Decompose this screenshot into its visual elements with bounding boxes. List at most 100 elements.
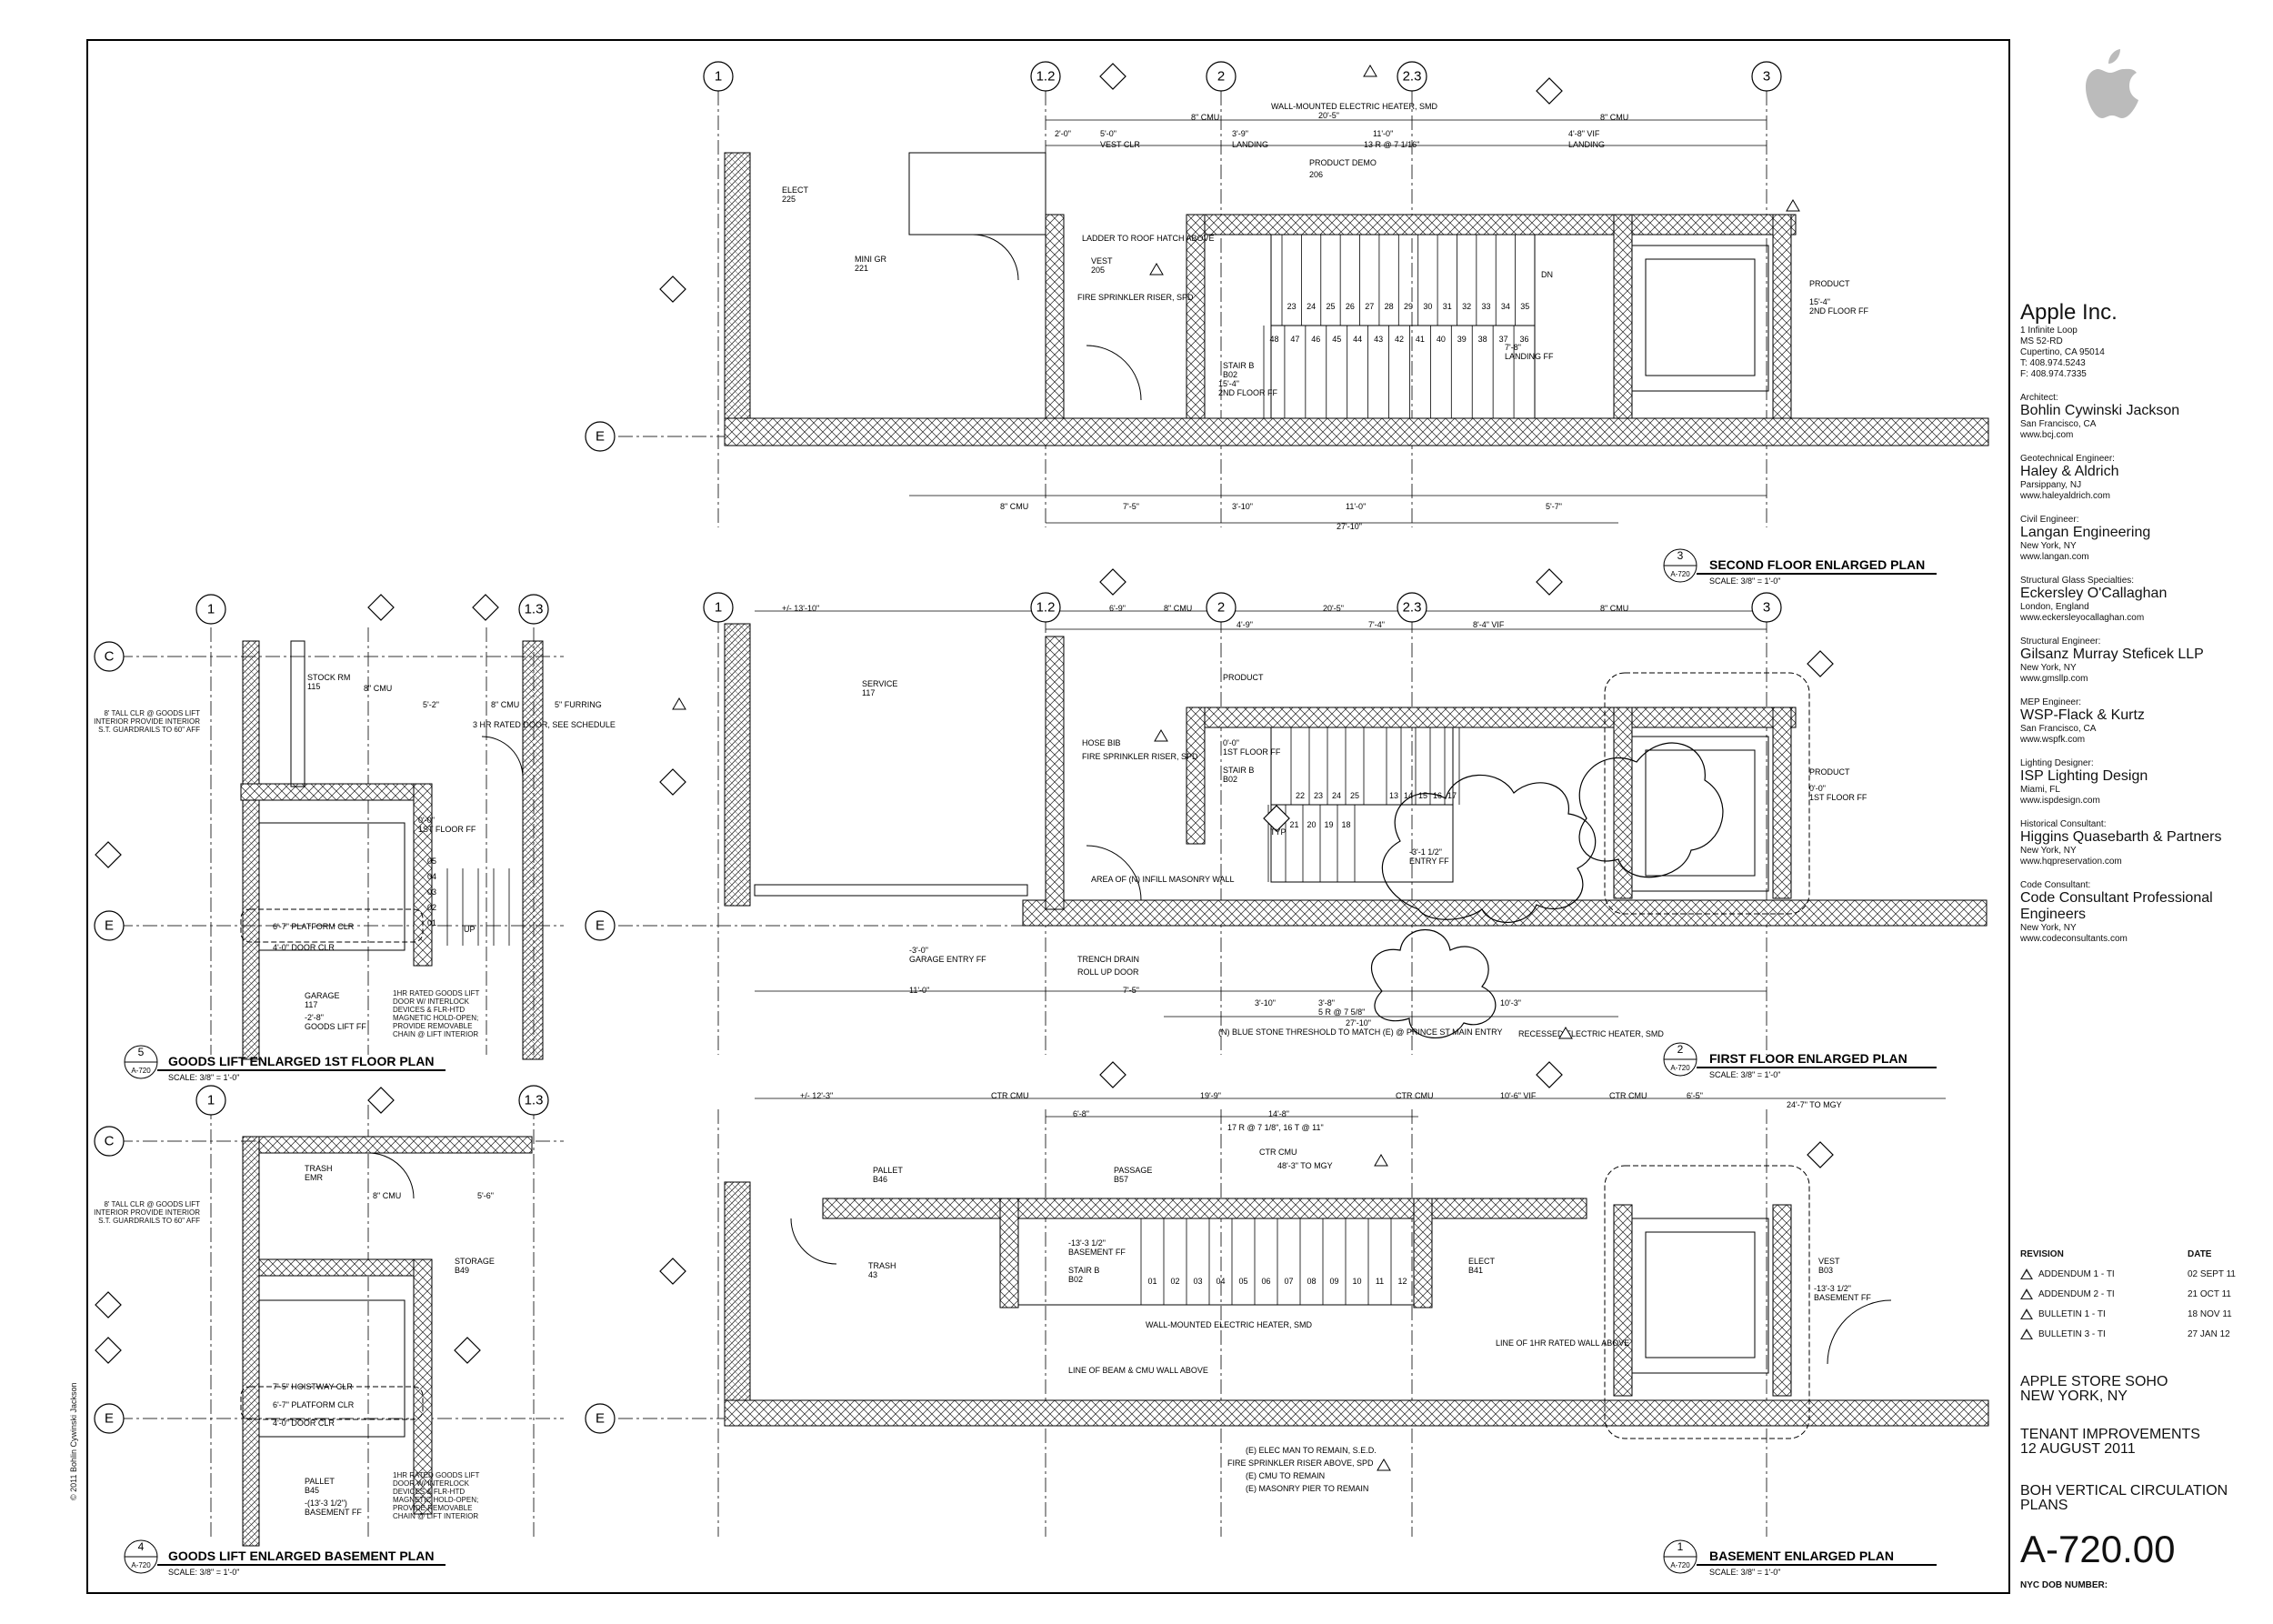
- consultant-block: MEP Engineer: WSP-Flack & Kurtz San Fran…: [2020, 697, 2258, 746]
- elevation-tag: -3'-1 1/2": [1409, 847, 1442, 857]
- room-number: B45: [305, 1486, 319, 1495]
- note: 3 HR RATED DOOR, SEE SCHEDULE: [473, 720, 616, 729]
- consultant-web: www.gmsllp.com: [2020, 674, 2088, 684]
- dimension: 6'-5": [1687, 1091, 1703, 1100]
- dimension: 11'-0": [1346, 502, 1366, 511]
- goods-lift-note: 8' TALL CLR @ GOODS LIFT INTERIOR PROVID…: [94, 1200, 200, 1225]
- tread-number: 29: [1404, 302, 1413, 311]
- elevation-tag: -3'-0": [909, 946, 928, 955]
- note: (N) BLUE STONE THRESHOLD TO MATCH (E) @ …: [1218, 1028, 1503, 1037]
- consultant-city: Parsippany, NJ: [2020, 480, 2082, 490]
- tread-number: 35: [1520, 302, 1529, 311]
- room-label: PASSAGE: [1114, 1166, 1152, 1175]
- room-label: GARAGE: [305, 991, 340, 1000]
- note: WALL-MOUNTED ELECTRIC HEATER, SMD: [1271, 102, 1438, 111]
- tread-number: 46: [1311, 335, 1320, 344]
- dimension: 6'-9": [1109, 604, 1126, 613]
- tread-number: 47: [1290, 335, 1299, 344]
- room-number: B46: [873, 1175, 887, 1184]
- tread-number: 14: [1404, 791, 1413, 800]
- tread-number: 36: [1520, 335, 1529, 344]
- goods-step-number: 03: [427, 887, 436, 897]
- revision-table: REVISION DATE ADDENDUM 1 - TI 02 SEPT 11…: [2020, 1244, 2258, 1344]
- dimension: 20'-5": [1318, 111, 1339, 120]
- svg-text:SECOND FLOOR ENLARGED PLAN: SECOND FLOOR ENLARGED PLAN: [1709, 557, 1925, 572]
- tread-number: 23: [1287, 302, 1297, 311]
- room-label: PRODUCT: [1223, 673, 1264, 682]
- tread-number: 25: [1350, 791, 1359, 800]
- note: FIRE SPRINKLER RISER ABOVE, SPD: [1227, 1459, 1374, 1468]
- consultant-role: Geotechnical Engineer:: [2020, 454, 2115, 464]
- tread-number: 37: [1499, 335, 1508, 344]
- svg-text:1: 1: [1677, 1540, 1684, 1553]
- sheet-title-line: PLANS: [2020, 1498, 2068, 1513]
- tread-number: 43: [1374, 335, 1383, 344]
- note: TYP: [1270, 827, 1287, 837]
- view-title-basement: 1 A-720 BASEMENT ENLARGED PLAN SCALE: 3/…: [1663, 1539, 1937, 1577]
- grid-label: 1: [715, 69, 722, 85]
- revision-label: BULLETIN 3 - TI: [2038, 1328, 2106, 1339]
- tread-number: 05: [1238, 1277, 1247, 1286]
- svg-text:SCALE: 3/8" = 1'-0": SCALE: 3/8" = 1'-0": [168, 1568, 239, 1577]
- elevation-label: GARAGE ENTRY FF: [909, 955, 986, 964]
- door-note: 1HR RATED GOODS LIFT DOOR W/ INTERLOCK D…: [393, 989, 480, 1038]
- room-number: B02: [1223, 370, 1237, 379]
- dimension: CTR CMU: [1396, 1091, 1434, 1100]
- room-number: B57: [1114, 1175, 1128, 1184]
- owner-line: Cupertino, CA 95014: [2020, 347, 2105, 357]
- note: 5" FURRING: [555, 700, 602, 709]
- dimension: 8" CMU: [1191, 113, 1219, 122]
- elevation-tag: 15'-4": [1218, 379, 1239, 388]
- svg-text:A-720: A-720: [1670, 570, 1690, 578]
- svg-text:GOODS LIFT ENLARGED 1ST FLOOR: GOODS LIFT ENLARGED 1ST FLOOR PLAN: [168, 1054, 434, 1068]
- elevation-tag: -2'-8": [305, 1013, 324, 1022]
- room-label: PALLET: [873, 1166, 903, 1175]
- room-label: STORAGE: [455, 1257, 495, 1266]
- consultant-city: New York, NY: [2020, 663, 2077, 673]
- dimension: 3'-10": [1255, 998, 1276, 1007]
- view-title-second: 3 A-720 SECOND FLOOR ENLARGED PLAN SCALE…: [1663, 548, 1937, 586]
- room-label: STAIR B: [1223, 766, 1254, 775]
- phase-block: TENANT IMPROVEMENTS 12 AUGUST 2011: [2020, 1428, 2200, 1457]
- copyright: © 2011 Bohlin Cywinski Jackson: [69, 1382, 78, 1500]
- revision-date: 02 SEPT 11: [2188, 1268, 2236, 1279]
- svg-text:SCALE: 3/8" = 1'-0": SCALE: 3/8" = 1'-0": [1709, 576, 1780, 586]
- project-line: APPLE STORE SOHO: [2020, 1374, 2168, 1389]
- tread-number: 39: [1457, 335, 1467, 344]
- consultant-name: Eckersley O'Callaghan: [2020, 586, 2168, 601]
- note: (E) ELEC MAN TO REMAIN, S.E.D.: [1246, 1446, 1377, 1455]
- dimension: CTR CMU: [1259, 1148, 1297, 1157]
- dimension: 8" CMU: [1600, 604, 1628, 613]
- consultant-city: New York, NY: [2020, 923, 2077, 933]
- dimension: 19'-9": [1200, 1091, 1221, 1100]
- grid-label: 2: [1217, 69, 1225, 85]
- consultant-web: www.ispdesign.com: [2020, 796, 2100, 806]
- room-number: 117: [862, 688, 875, 697]
- title-block: Apple Inc. 1 Infinite Loop MS 52-RD Cupe…: [2020, 36, 2258, 945]
- dimension: 8" CMU: [1000, 502, 1028, 511]
- consultant-block: Architect: Bohlin Cywinski Jackson San F…: [2020, 393, 2258, 441]
- dimension: 14'-8": [1268, 1109, 1289, 1118]
- room-label: PRODUCT: [1809, 279, 1850, 288]
- elevation-label: 1ST FLOOR FF: [1809, 793, 1867, 802]
- consultant-role: Historical Consultant:: [2020, 819, 2107, 829]
- tread-number: 25: [1326, 302, 1335, 311]
- grid-label: E: [596, 918, 605, 934]
- dimension: 5'-2": [423, 700, 439, 709]
- dimension: 7'-5": [1123, 502, 1139, 511]
- consultant-role: Lighting Designer:: [2020, 758, 2094, 768]
- elevation-tag: 15'-4": [1809, 297, 1830, 306]
- note: (E) CMU TO REMAIN: [1246, 1471, 1325, 1480]
- dimension: 7'-4": [1368, 620, 1385, 629]
- tread-number: 48: [1269, 335, 1278, 344]
- room-number: 225: [782, 195, 796, 204]
- phase-line: 12 AUGUST 2011: [2020, 1441, 2136, 1457]
- consultant-city: Miami, FL: [2020, 785, 2060, 795]
- consultant-block: Historical Consultant: Higgins Quasebart…: [2020, 819, 2258, 867]
- consultant-role: Code Consultant:: [2020, 880, 2091, 890]
- room-label: PRODUCT: [1809, 767, 1850, 777]
- tread-number: 06: [1261, 1277, 1270, 1286]
- dimension: CTR CMU: [1609, 1091, 1647, 1100]
- consultant-role: Architect:: [2020, 393, 2058, 403]
